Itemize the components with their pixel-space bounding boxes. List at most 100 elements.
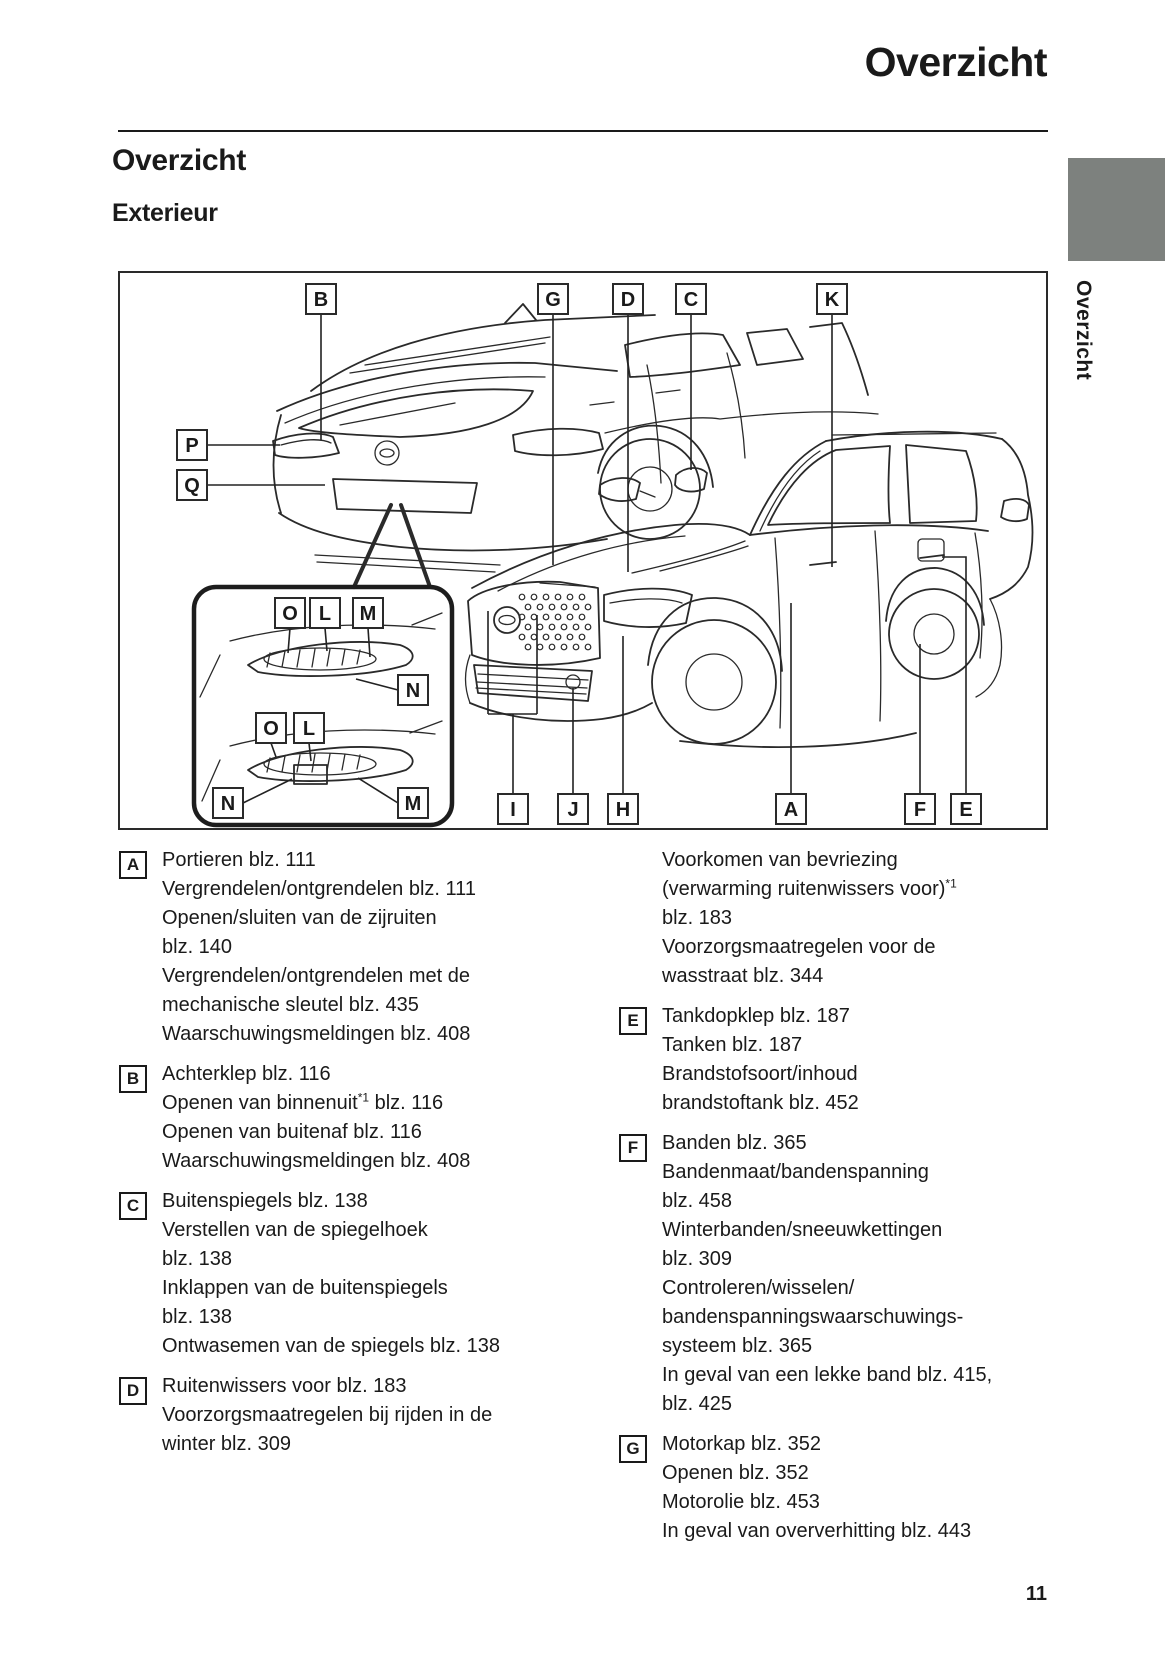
legend-line: Banden blz. 365 bbox=[662, 1132, 807, 1154]
chapter-tab-label: Overzicht bbox=[1072, 280, 1096, 381]
diagram-label-F: F bbox=[914, 799, 926, 821]
legend-marker-A: A bbox=[119, 851, 147, 879]
legend-line: blz. 309 bbox=[662, 1248, 733, 1270]
diagram-label-I: I bbox=[510, 799, 516, 821]
diagram-label-E: E bbox=[959, 799, 972, 821]
legend-line: Motorkap blz. 352 bbox=[662, 1433, 821, 1455]
legend-line: bandenspanningswaarschuwings- bbox=[662, 1306, 964, 1328]
legend-line: mechanische sleutel blz. 435 bbox=[162, 994, 419, 1016]
front-car-illustration bbox=[464, 430, 1034, 748]
legend-line: In geval van een lekke band blz. 415, bbox=[662, 1364, 993, 1386]
legend-line: Bandenmaat/bandenspanning bbox=[662, 1161, 929, 1183]
diagram-label-B: B bbox=[314, 289, 328, 311]
diagram-label-box-F bbox=[904, 793, 936, 825]
header-rule bbox=[118, 130, 1048, 132]
legend-marker-G: G bbox=[619, 1435, 647, 1463]
diagram-label-L: L bbox=[303, 718, 315, 740]
diagram-label-box-M bbox=[397, 787, 429, 819]
diagram-label-box-P bbox=[176, 429, 208, 461]
diagram-label-box-L bbox=[309, 597, 341, 629]
legend-line: In geval van oververhitting blz. 443 bbox=[662, 1520, 972, 1542]
diagram-label-M: M bbox=[405, 793, 422, 815]
legend-line: Waarschuwingsmeldingen blz. 408 bbox=[162, 1150, 471, 1172]
diagram-label-Q: Q bbox=[184, 475, 200, 497]
diagram-label-box-L bbox=[293, 712, 325, 744]
diagram-label-box-D bbox=[612, 283, 644, 315]
diagram-label-L: L bbox=[319, 603, 331, 625]
diagram-label-N: N bbox=[221, 793, 235, 815]
diagram-label-box-Q bbox=[176, 469, 208, 501]
legend-line: wasstraat blz. 344 bbox=[662, 965, 824, 987]
legend-column-right: Voorkomen van bevriezing(verwarming ruit… bbox=[619, 846, 1089, 1557]
subsection-title: Exterieur bbox=[112, 199, 218, 227]
legend-line: Voorzorgsmaatregelen bij rijden in de bbox=[162, 1404, 493, 1426]
legend-line: Openen/sluiten van de zijruiten bbox=[162, 907, 437, 929]
diagram-label-D: D bbox=[621, 289, 635, 311]
diagram-label-O: O bbox=[263, 718, 279, 740]
diagram-label-box-K bbox=[816, 283, 848, 315]
diagram-label-box-J bbox=[557, 793, 589, 825]
legend-line: Portieren blz. 111 bbox=[162, 849, 316, 871]
legend-line: Winterbanden/sneeuwkettingen bbox=[662, 1219, 943, 1241]
legend-line: Vergrendelen/ontgrendelen blz. 111 bbox=[162, 878, 476, 900]
diagram-label-J: J bbox=[567, 799, 578, 821]
diagram-label-box-I bbox=[497, 793, 529, 825]
legend-line: Tankdopklep blz. 187 bbox=[662, 1005, 850, 1027]
page-number: 11 bbox=[1025, 1583, 1047, 1605]
diagram-label-box-M bbox=[352, 597, 384, 629]
diagram-label-G: G bbox=[545, 289, 561, 311]
diagram-label-box-H bbox=[607, 793, 639, 825]
legend-line: winter blz. 309 bbox=[162, 1433, 291, 1455]
legend-line: (verwarming ruitenwissers voor)*1 bbox=[662, 876, 957, 900]
legend-line: Vergrendelen/ontgrendelen met de bbox=[162, 965, 471, 987]
diagram-label-box-O bbox=[274, 597, 306, 629]
legend-line: Openen van binnenuit*1 blz. 116 bbox=[162, 1090, 444, 1114]
legend-line: Ontwasemen van de spiegels blz. 138 bbox=[162, 1335, 500, 1357]
diagram-label-box-B bbox=[305, 283, 337, 315]
legend-line: Voorzorgsmaatregelen voor de bbox=[662, 936, 936, 958]
diagram-label-N: N bbox=[406, 680, 420, 702]
legend-marker-B: B bbox=[119, 1065, 147, 1093]
legend-line: systeem blz. 365 bbox=[662, 1335, 813, 1357]
legend-line: blz. 183 bbox=[662, 907, 733, 929]
legend-item: Voorkomen van bevriezing(verwarming ruit… bbox=[619, 846, 1089, 991]
chapter-tab bbox=[1068, 158, 1165, 261]
legend-line: Inklappen van de buitenspiegels bbox=[162, 1277, 448, 1299]
grille-pattern bbox=[518, 593, 592, 651]
diagram-label-box-G bbox=[537, 283, 569, 315]
diagram-label-O: O bbox=[282, 603, 298, 625]
legend-line: Openen van buitenaf blz. 116 bbox=[162, 1121, 422, 1143]
diagram-label-A: A bbox=[784, 799, 798, 821]
legend-line: Ruitenwissers voor blz. 183 bbox=[162, 1375, 407, 1397]
legend-marker-E: E bbox=[619, 1007, 647, 1035]
legend-marker-C: C bbox=[119, 1192, 147, 1220]
diagram-label-box-N bbox=[212, 787, 244, 819]
diagram-label-box-A bbox=[775, 793, 807, 825]
legend-line: blz. 140 bbox=[162, 936, 233, 958]
legend-line: blz. 458 bbox=[662, 1190, 733, 1212]
rear-car-illustration bbox=[272, 303, 879, 573]
diagram-label-C: C bbox=[684, 289, 698, 311]
legend-marker-D: D bbox=[119, 1377, 147, 1405]
diagram-label-box-N bbox=[397, 674, 429, 706]
wiper-inset-illustration bbox=[191, 503, 455, 828]
legend-marker-F: F bbox=[619, 1134, 647, 1162]
section-title: Overzicht bbox=[112, 144, 247, 177]
diagram-label-K: K bbox=[825, 289, 840, 311]
legend-line: Buitenspiegels blz. 138 bbox=[162, 1190, 368, 1212]
diagram-label-P: P bbox=[185, 435, 198, 457]
legend-line: blz. 138 bbox=[162, 1248, 233, 1270]
legend-line: Brandstofsoort/inhoud bbox=[662, 1063, 858, 1085]
legend-line: blz. 425 bbox=[662, 1393, 733, 1415]
legend-line: brandstoftank blz. 452 bbox=[662, 1092, 859, 1114]
